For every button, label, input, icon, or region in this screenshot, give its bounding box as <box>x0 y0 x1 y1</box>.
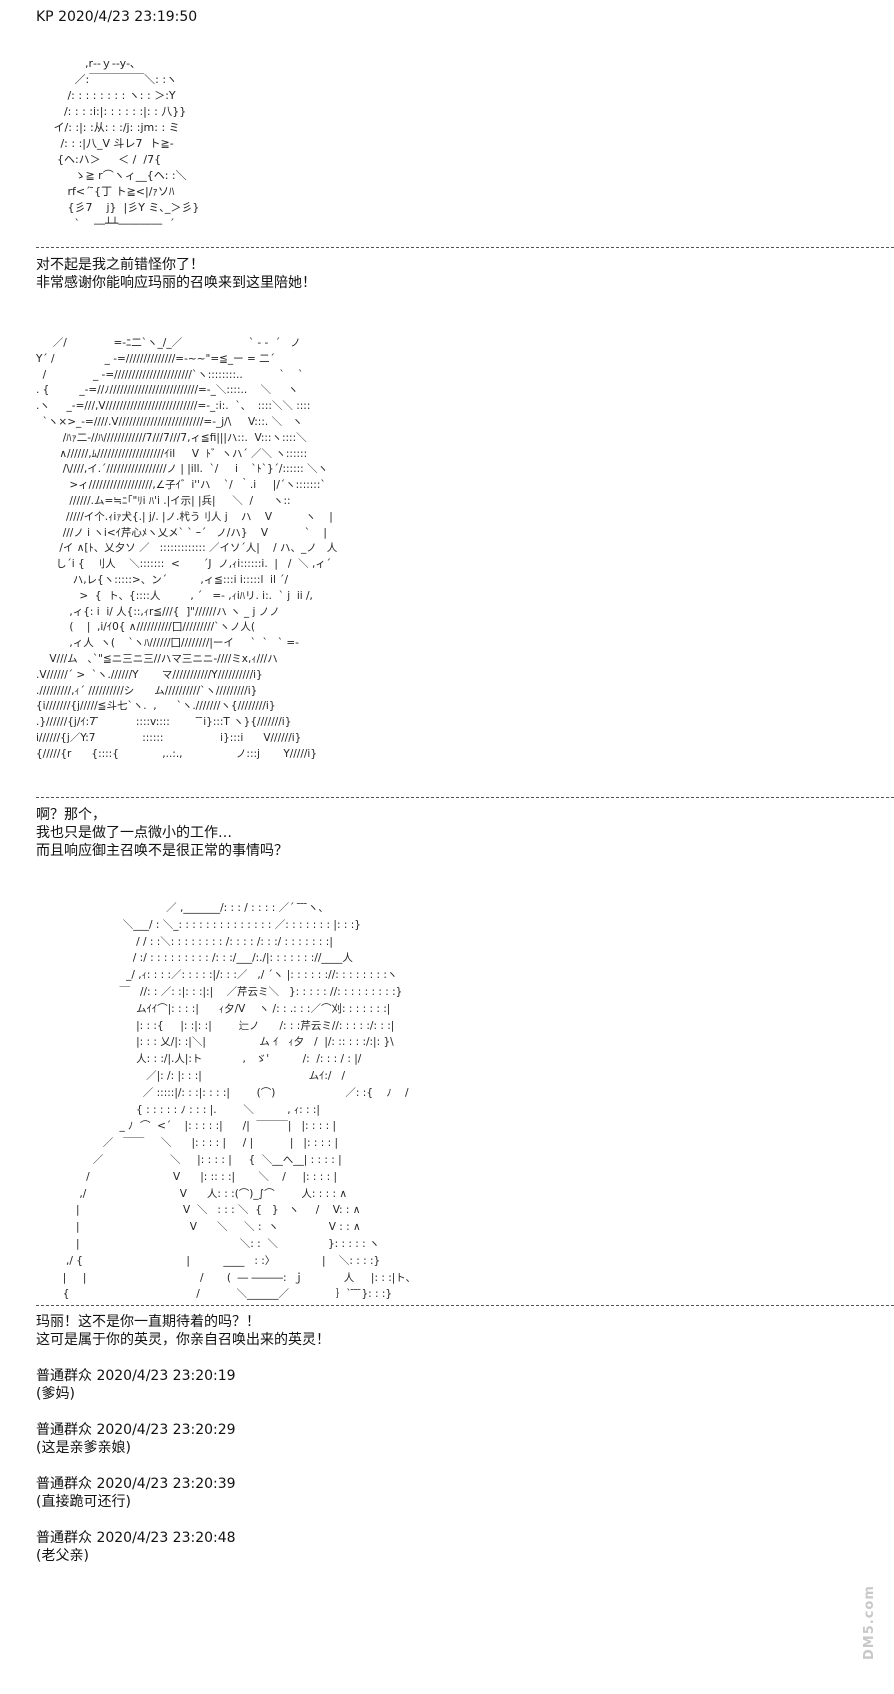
comment-body: (直接跪可还行) <box>36 1494 131 1510</box>
post-header: KP 2020/4/23 23:19:50 <box>36 9 198 25</box>
comment-header: 普通群众 2020/4/23 23:20:39 <box>36 1476 236 1492</box>
comment-header: 普通群众 2020/4/23 23:20:29 <box>36 1422 236 1438</box>
dialogue-line: 对不起是我之前错怪你了！ <box>36 257 204 273</box>
ascii-art-character-1: ,r‐‐ｙ‐‐y‐､ ／:￣￣￣￣￣＼: :ヽ /: : : : : : : :… <box>53 57 200 230</box>
comment-body: (这是亲爹亲娘) <box>36 1440 131 1456</box>
dialogue-line: 这可是属于你的英灵，你亲自召唤出来的英灵！ <box>36 1332 330 1348</box>
comment-body: (爹妈) <box>36 1386 75 1402</box>
ascii-art-character-3: ／ ,_______/: : : / : : : : ／´ ̄ ̄ ̄ヽ、 ＼_… <box>62 902 417 1301</box>
dialogue-line: 而且响应御主召唤不是很正常的事情吗？ <box>36 843 288 859</box>
divider <box>36 1305 894 1306</box>
divider <box>36 247 894 248</box>
ascii-art-character-2: ／/ =-ﾆ二`ヽ_/_／ ` - - ´ ノ Y´ / _ -=///////… <box>36 337 338 760</box>
dialogue-line: 我也只是做了一点微小的工作… <box>36 825 232 841</box>
divider <box>36 797 894 798</box>
site-watermark: DM5.com <box>862 1585 877 1660</box>
dialogue-line: 玛丽！这不是你一直期待着的吗？！ <box>36 1314 260 1330</box>
comment-body: (老父亲) <box>36 1548 89 1564</box>
dialogue-line: 啊？那个， <box>36 807 106 823</box>
dialogue-line: 非常感谢你能响应玛丽的召唤来到这里陪她！ <box>36 275 316 291</box>
comment-header: 普通群众 2020/4/23 23:20:19 <box>36 1368 236 1384</box>
comment-header: 普通群众 2020/4/23 23:20:48 <box>36 1530 236 1546</box>
